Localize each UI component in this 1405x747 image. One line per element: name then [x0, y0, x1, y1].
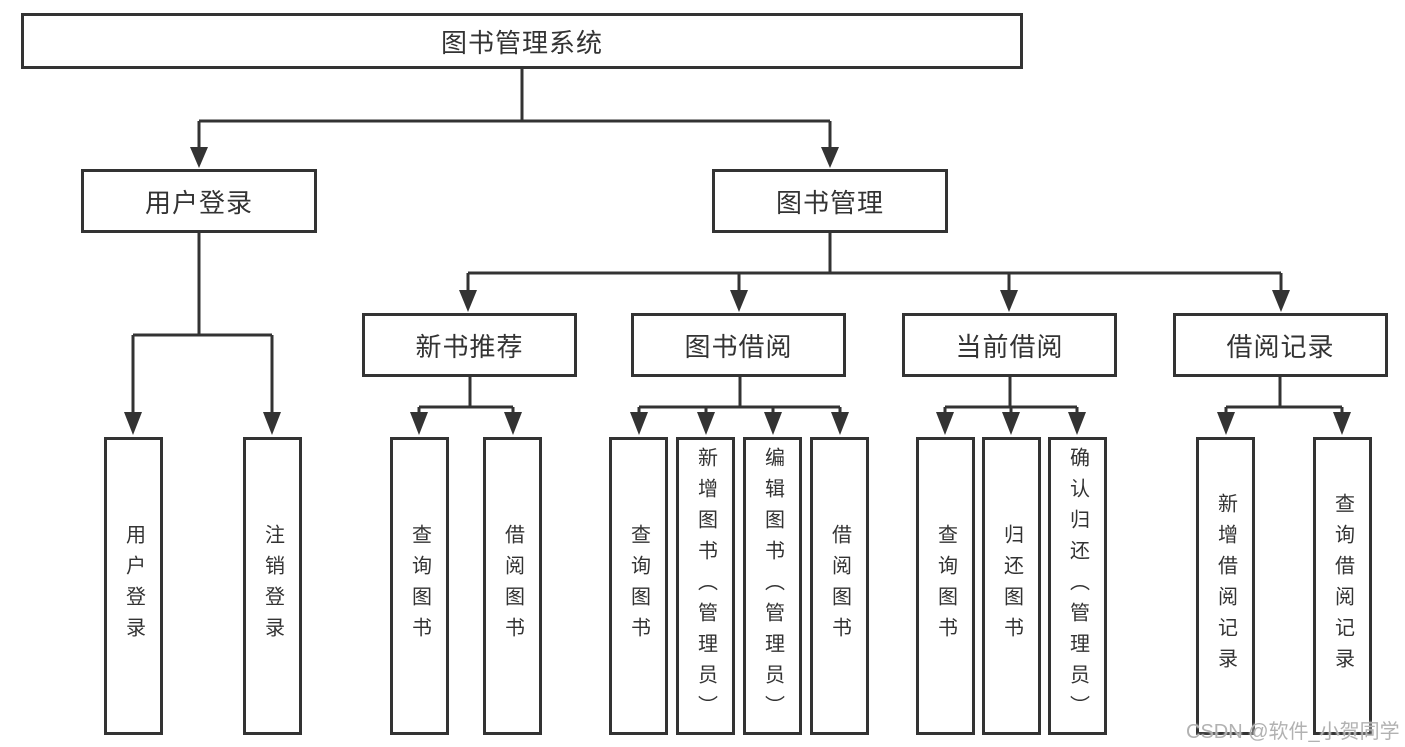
connector-user-login-branch: [124, 233, 281, 435]
leaf-edit-book-admin-label: 编辑图书（管理员）: [761, 446, 784, 726]
connector-new-book-branch: [410, 377, 522, 435]
leaf-return-book: 归还图书: [982, 437, 1041, 735]
leaf-return-book-label: 归还图书: [1000, 524, 1023, 648]
node-borrow-records-label: 借阅记录: [1226, 331, 1335, 362]
leaf-logout-label: 注销登录: [261, 524, 284, 648]
leaf-edit-book-admin: 编辑图书（管理员）: [743, 437, 802, 735]
node-current-borrow: 当前借阅: [902, 313, 1117, 377]
leaf-query-books-recommend: 查询图书: [390, 437, 449, 735]
node-root: 图书管理系统: [21, 13, 1023, 69]
node-book-management: 图书管理: [712, 169, 948, 233]
node-user-login: 用户登录: [81, 169, 317, 233]
leaf-query-borrow-record-label: 查询借阅记录: [1331, 493, 1354, 679]
node-root-label: 图书管理系统: [440, 27, 603, 58]
leaf-query-borrow-record: 查询借阅记录: [1313, 437, 1372, 735]
leaf-query-books-borrow-label: 查询图书: [627, 524, 650, 648]
node-book-management-label: 图书管理: [775, 187, 884, 218]
node-current-borrow-label: 当前借阅: [955, 331, 1064, 362]
connector-borrow-record-branch: [1217, 377, 1351, 435]
leaf-add-book-admin: 新增图书（管理员）: [676, 437, 735, 735]
leaf-borrow-books-label: 借阅图书: [828, 524, 851, 648]
leaf-query-books-recommend-label: 查询图书: [408, 524, 431, 648]
leaf-query-books-borrow: 查询图书: [609, 437, 668, 735]
connector-current-borrow-branch: [936, 377, 1086, 435]
leaf-borrow-books-recommend-label: 借阅图书: [501, 524, 524, 648]
leaf-borrow-books: 借阅图书: [810, 437, 869, 735]
leaf-user-login: 用户登录: [104, 437, 163, 735]
node-user-login-label: 用户登录: [144, 187, 253, 218]
leaf-add-book-admin-label: 新增图书（管理员）: [694, 446, 717, 726]
csdn-watermark: CSDN @软件_小贺同学: [1186, 721, 1400, 743]
leaf-add-borrow-record: 新增借阅记录: [1196, 437, 1255, 735]
node-book-borrow: 图书借阅: [631, 313, 846, 377]
leaf-confirm-return-admin: 确认归还（管理员）: [1048, 437, 1107, 735]
node-new-book-recommend: 新书推荐: [362, 313, 577, 377]
node-borrow-records: 借阅记录: [1173, 313, 1388, 377]
leaf-confirm-return-admin-label: 确认归还（管理员）: [1066, 446, 1089, 726]
leaf-query-books-current-label: 查询图书: [934, 524, 957, 648]
leaf-user-login-label: 用户登录: [122, 524, 145, 648]
leaf-borrow-books-recommend: 借阅图书: [483, 437, 542, 735]
node-book-borrow-label: 图书借阅: [684, 331, 793, 362]
connector-root-to-level2: [190, 69, 839, 168]
node-new-book-recommend-label: 新书推荐: [415, 331, 524, 362]
leaf-query-books-current: 查询图书: [916, 437, 975, 735]
leaf-add-borrow-record-label: 新增借阅记录: [1214, 493, 1237, 679]
leaf-logout: 注销登录: [243, 437, 302, 735]
connector-book-management-branch: [459, 233, 1290, 312]
connector-book-borrow-branch: [630, 377, 849, 435]
